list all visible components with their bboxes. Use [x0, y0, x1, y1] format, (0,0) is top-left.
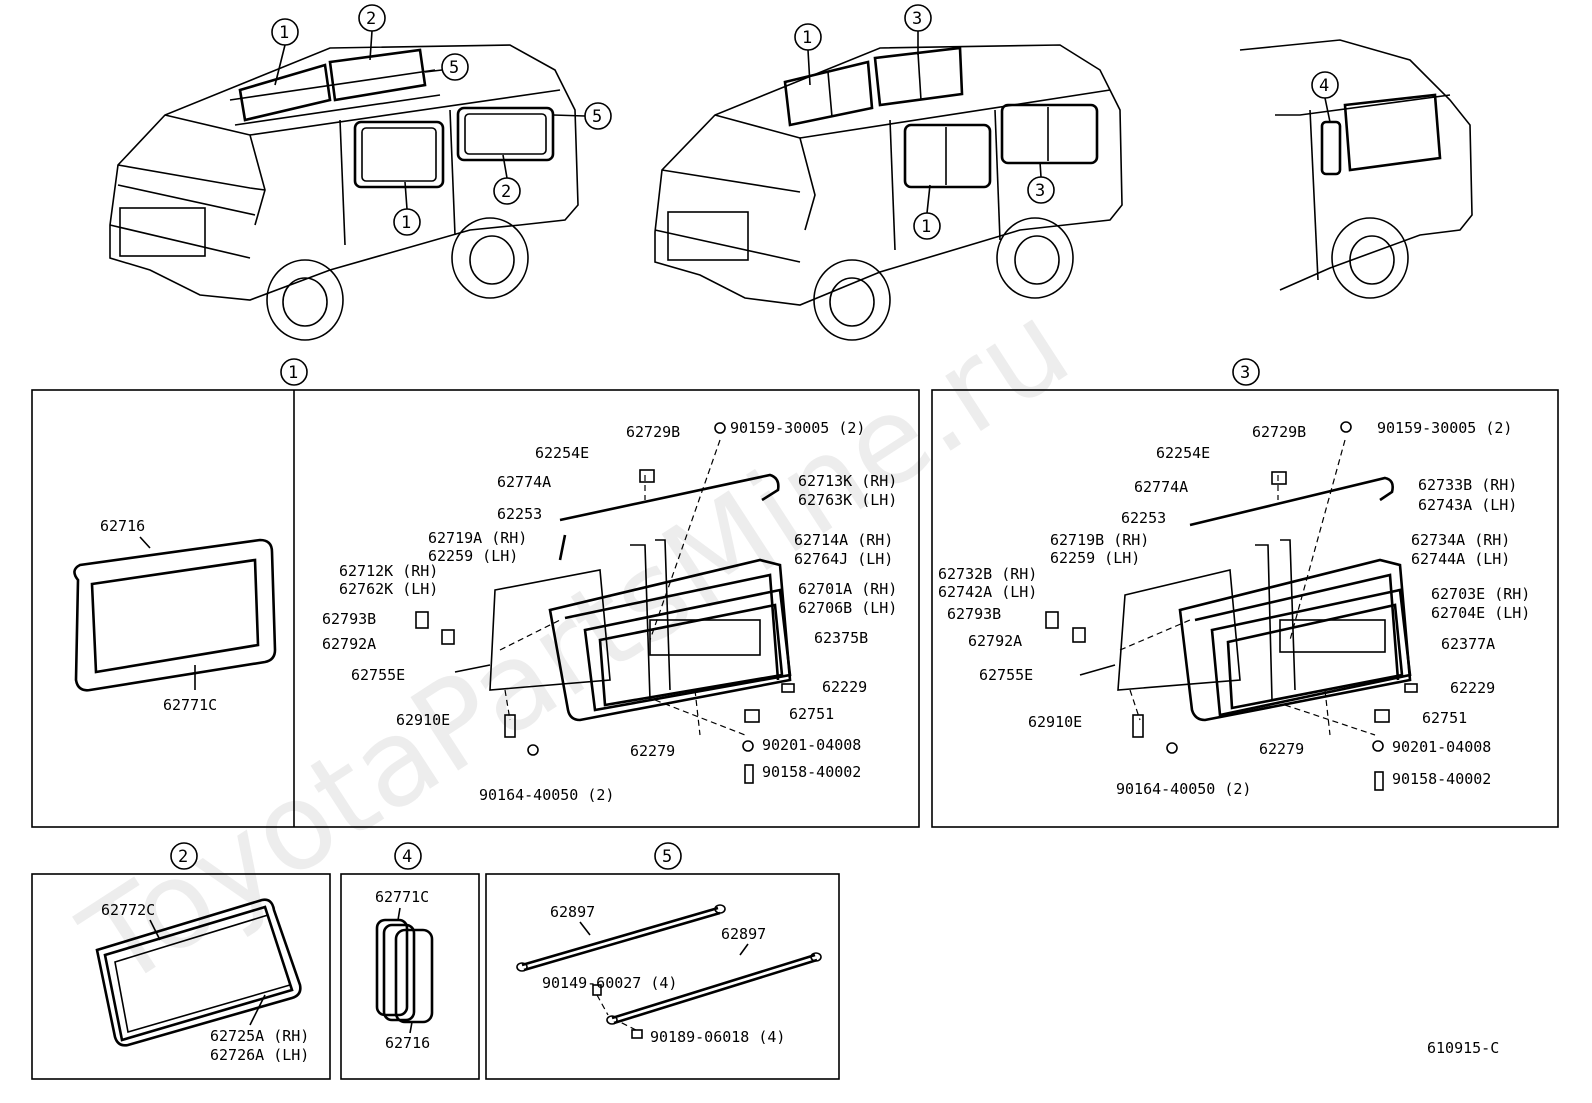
- part-62253-label: 62253: [497, 505, 542, 523]
- panel-4-frame: [340, 873, 480, 1080]
- part-62716-label: 62716: [100, 517, 145, 535]
- part-90164-40050-label: 90164-40050 (2): [479, 786, 614, 804]
- part-62279-label: 62279: [630, 742, 675, 760]
- part-62253-label: 62253: [1121, 509, 1166, 527]
- part-90201-04008-label: 90201-04008: [762, 736, 861, 754]
- part-62897-label: 62897: [550, 903, 595, 921]
- part-62279-label: 62279: [1259, 740, 1304, 758]
- callout-3-label: 3: [912, 9, 922, 29]
- part-62229-label: 62229: [1450, 679, 1495, 697]
- part-90164-40050-label: 90164-40050 (2): [1116, 780, 1251, 798]
- part-62771C-label: 62771C: [375, 888, 429, 906]
- part-62755E-label: 62755E: [979, 666, 1033, 684]
- part-62729B-label: 62729B: [1252, 423, 1306, 441]
- part-62719B-label: 62719B (RH): [1050, 531, 1149, 549]
- panel-1-frame: [31, 389, 920, 828]
- part-62793B-label: 62793B: [947, 605, 1001, 623]
- part-62910E-label: 62910E: [396, 711, 450, 729]
- part-62755E-label: 62755E: [351, 666, 405, 684]
- part-62701A-label: 62701A (RH): [798, 580, 897, 598]
- part-62774A-label: 62774A: [497, 473, 551, 491]
- panel-4-callout: 4: [402, 847, 412, 867]
- part-62733B-label: 62733B (RH): [1418, 476, 1517, 494]
- part-62744A-label: 62744A (LH): [1411, 550, 1510, 568]
- panel-2-callout: 2: [178, 847, 188, 867]
- callout-5-label: 5: [449, 58, 459, 78]
- panel-2-part: [95, 898, 302, 1047]
- part-62743A-label: 62743A (LH): [1418, 496, 1517, 514]
- callout-4-label: 4: [1319, 76, 1329, 96]
- diagram-code: 610915-C: [1427, 1039, 1499, 1057]
- panel-5-callout: 5: [662, 847, 672, 867]
- part-62726A-label: 62726A (LH): [210, 1046, 309, 1064]
- callout-2-label: 2: [366, 9, 376, 29]
- van-illustration-1: 1 2 5 5 1 2: [109, 4, 612, 341]
- callout-2-label: 2: [501, 182, 511, 202]
- callout-5-label: 5: [592, 107, 602, 127]
- part-62713K-label: 62713K (RH): [798, 472, 897, 490]
- callout-1-label: 1: [921, 217, 931, 237]
- part-62712K-label: 62712K (RH): [339, 562, 438, 580]
- part-62259-label: 62259 (LH): [428, 547, 518, 565]
- van-illustration-2: 1 3 1 3: [654, 4, 1123, 341]
- part-62732B-label: 62732B (RH): [938, 565, 1037, 583]
- part-62703E-label: 62703E (RH): [1431, 585, 1530, 603]
- part-62762K-label: 62762K (LH): [339, 580, 438, 598]
- part-62719A-label: 62719A (RH): [428, 529, 527, 547]
- part-62706B-label: 62706B (LH): [798, 599, 897, 617]
- part-90158-40002-label: 90158-40002: [1392, 770, 1491, 788]
- part-62774A-label: 62774A: [1134, 478, 1188, 496]
- part-62377A-label: 62377A: [1441, 635, 1495, 653]
- part-90189-06018-label: 90189-06018 (4): [650, 1028, 785, 1046]
- part-62725A-label: 62725A (RH): [210, 1027, 309, 1045]
- panel-2-frame: [31, 873, 331, 1080]
- part-62792A-label: 62792A: [968, 632, 1022, 650]
- part-62742A-label: 62742A (LH): [938, 583, 1037, 601]
- part-62772C-label: 62772C: [101, 901, 155, 919]
- part-62751-label: 62751: [1422, 709, 1467, 727]
- part-62910E-label: 62910E: [1028, 713, 1082, 731]
- part-90201-04008-label: 90201-04008: [1392, 738, 1491, 756]
- part-62751-label: 62751: [789, 705, 834, 723]
- part-62897-label: 62897: [721, 925, 766, 943]
- panel-5-frame: [485, 873, 840, 1080]
- panel-4-part: [375, 918, 434, 1024]
- part-62229-label: 62229: [822, 678, 867, 696]
- part-62254E-label: 62254E: [535, 444, 589, 462]
- part-62259-label: 62259 (LH): [1050, 549, 1140, 567]
- callout-3-label: 3: [1035, 181, 1045, 201]
- panel-1-left-part: 62716 62771C: [73, 517, 277, 714]
- part-90149-60027-label: 90149-60027 (4): [542, 974, 677, 992]
- panel-3-exploded-view: [1045, 421, 1418, 791]
- part-62254E-label: 62254E: [1156, 444, 1210, 462]
- panel-3-callout: 3: [1240, 363, 1250, 383]
- van-illustration-3: 4: [1239, 39, 1473, 299]
- part-62764J-label: 62764J (LH): [794, 550, 893, 568]
- part-90159-30005-label: 90159-30005 (2): [730, 419, 865, 437]
- part-62729B-label: 62729B: [626, 423, 680, 441]
- callout-1-label: 1: [401, 213, 411, 233]
- part-62771C-label: 62771C: [163, 696, 217, 714]
- part-62792A-label: 62792A: [322, 635, 376, 653]
- part-62704E-label: 62704E (LH): [1431, 604, 1530, 622]
- panel-1-exploded-view: [415, 422, 795, 784]
- part-62375B-label: 62375B: [814, 629, 868, 647]
- callout-1-label: 1: [802, 28, 812, 48]
- panel-3-frame: [931, 389, 1559, 828]
- part-62714A-label: 62714A (RH): [794, 531, 893, 549]
- part-62793B-label: 62793B: [322, 610, 376, 628]
- part-62734A-label: 62734A (RH): [1411, 531, 1510, 549]
- callout-1-label: 1: [279, 23, 289, 43]
- part-90159-30005-label: 90159-30005 (2): [1377, 419, 1512, 437]
- part-90158-40002-label: 90158-40002: [762, 763, 861, 781]
- part-62763K-label: 62763K (LH): [798, 491, 897, 509]
- part-62716-label: 62716: [385, 1034, 430, 1052]
- panel-1-callout: 1: [288, 363, 298, 383]
- panel-5-parts: [516, 904, 822, 1039]
